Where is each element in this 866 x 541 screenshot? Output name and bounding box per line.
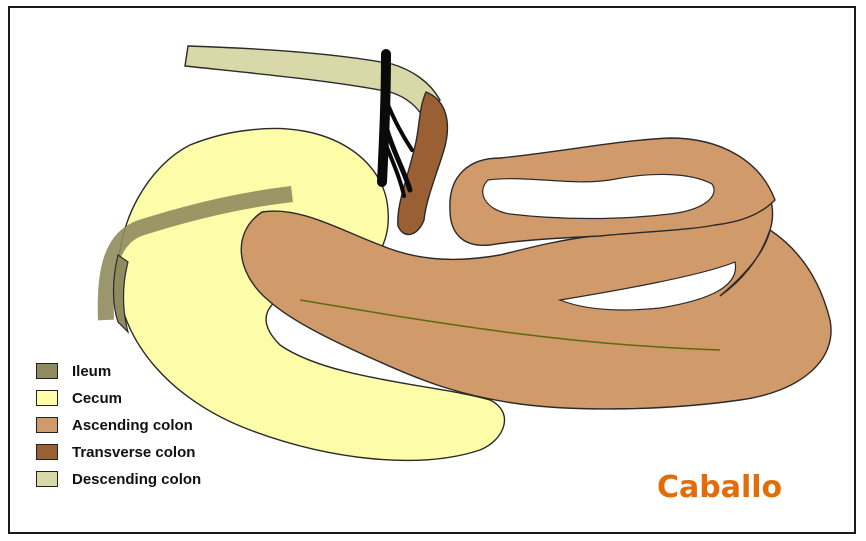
- legend-item-ileum: Ileum: [36, 362, 201, 380]
- descending-colon-shape: [185, 46, 440, 122]
- descending-colon-swatch: [36, 471, 58, 487]
- legend-label: Ascending colon: [72, 417, 193, 434]
- ileum-swatch: [36, 363, 58, 379]
- transverse-colon-shape: [398, 92, 448, 235]
- legend-label: Transverse colon: [72, 444, 195, 461]
- ascending-colon-swatch: [36, 417, 58, 433]
- cecum-swatch: [36, 390, 58, 406]
- legend-label: Cecum: [72, 390, 122, 407]
- legend-item-descending-colon: Descending colon: [36, 470, 201, 488]
- species-label: Caballo: [657, 470, 782, 505]
- legend-label: Descending colon: [72, 471, 201, 488]
- legend-item-transverse-colon: Transverse colon: [36, 443, 201, 461]
- legend-label: Ileum: [72, 363, 111, 380]
- legend-item-cecum: Cecum: [36, 389, 201, 407]
- transverse-colon-swatch: [36, 444, 58, 460]
- legend-item-ascending-colon: Ascending colon: [36, 416, 201, 434]
- ascending-upper-hollow: [483, 174, 714, 218]
- legend: Ileum Cecum Ascending colon Transverse c…: [36, 362, 201, 497]
